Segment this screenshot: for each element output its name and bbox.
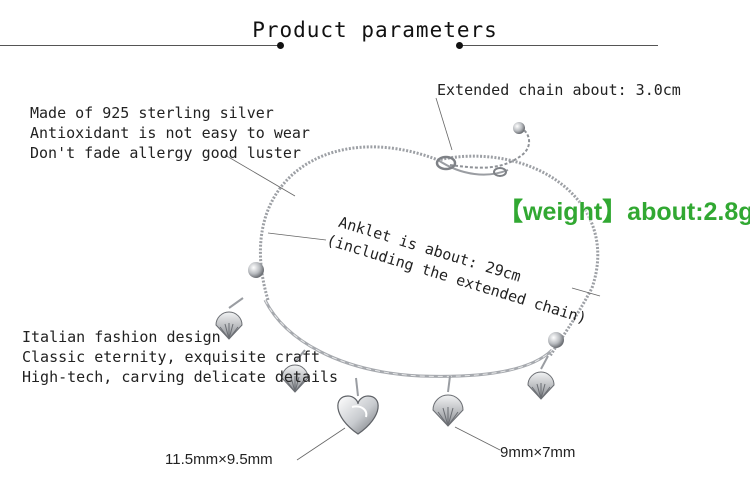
page-title: Product parameters	[252, 18, 498, 42]
heart-charm	[337, 395, 379, 435]
shell-charm-1	[215, 311, 243, 340]
material-feature-1: Made of 925 sterling silver	[30, 104, 274, 122]
material-feature-3: Don't fade allergy good luster	[30, 144, 301, 162]
material-feature-2: Antioxidant is not easy to wear	[30, 124, 310, 142]
shell-size-label: 9mm×7mm	[500, 444, 576, 461]
extended-chain-label: Extended chain about: 3.0cm	[437, 81, 681, 99]
weight-label: 【weight】about:2.8g	[498, 198, 750, 226]
title-rule-left	[0, 45, 280, 46]
title-rule-right	[462, 45, 658, 46]
shell-charm-3	[432, 394, 464, 427]
lobster-clasp	[435, 155, 457, 171]
design-feature-2: Classic eternity, exquisite craft	[22, 348, 321, 366]
title-dot-right	[456, 42, 463, 49]
title-dot-left	[277, 42, 284, 49]
design-feature-1: Italian fashion design	[22, 328, 221, 346]
heart-size-label: 11.5mm×9.5mm	[165, 451, 273, 468]
bead-left	[248, 262, 264, 278]
material-features: Made of 925 sterling silver Antioxidant …	[30, 103, 310, 163]
shell-charm-4	[527, 371, 555, 400]
ball-chain	[258, 145, 600, 357]
bead-right	[548, 332, 564, 348]
shell-charm-2	[281, 364, 309, 393]
design-features: Italian fashion design Classic eternity,…	[22, 327, 338, 387]
extension-chain	[449, 127, 531, 169]
design-feature-3: High-tech, carving delicate details	[22, 368, 339, 386]
